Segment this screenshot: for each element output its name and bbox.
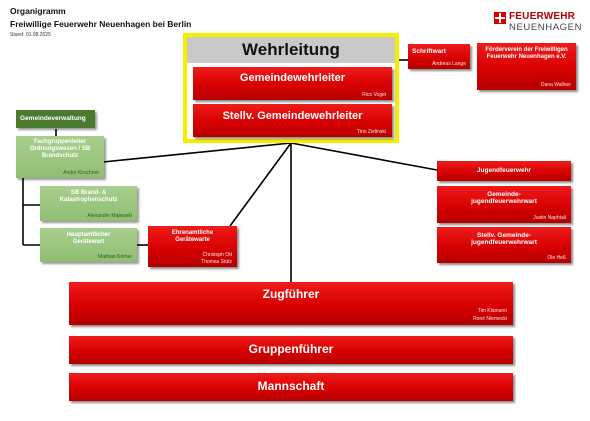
mannschaft-title: Mannschaft <box>257 379 325 393</box>
mannschaft-box: Mannschaft <box>69 373 513 401</box>
zugfuehrer-box: Zugführer Tim Klamann René Niemecki <box>69 282 513 325</box>
sb-brand-katastrophenschutz-name: Alexander Majewski <box>87 212 132 219</box>
hauptamtlicher-geraetewart-name: Mathias Körner <box>98 253 132 260</box>
schriftwart-box: Schriftwart Andreas Lange <box>408 44 470 69</box>
gemeindewehrleiter-box: Gemeindewehrleiter Rico Vogel <box>193 67 392 100</box>
ehrenamtliche-geraetewarte-title: Ehrenamtliche Gerätewarte <box>171 230 214 243</box>
organization-name: Freiwillige Feuerwehr Neuenhagen bei Ber… <box>10 19 192 29</box>
line-hub-fachgruppe <box>102 142 292 163</box>
ehrenamtliche-geraetewarte-name-1: Christoph Ott <box>202 251 232 258</box>
stellv-gemeindewehrleiter-name: Tino Zielinski <box>357 128 386 135</box>
stand-date: Stand: 01.08.2025 <box>10 32 51 38</box>
schriftwart-name: Andreas Lange <box>432 60 466 67</box>
logo-line-1: FEUERWEHR <box>509 11 576 22</box>
stellv-gemeindejugendfeuerwehrwart-title: Stellv. Gemeinde-jugendfeuerwehrwart <box>471 232 537 247</box>
foerderverein-title: Förderverein der Freiwilligen Feuerwehr … <box>485 47 568 60</box>
wehrleitung-title-box: Wehrleitung <box>187 37 395 63</box>
sb-brand-katastrophenschutz-title: SB Brand- & Katastrophenschutz <box>59 190 118 203</box>
hauptamtlicher-geraetewart-title: Hauptamtlicher Gerätewart <box>66 232 111 245</box>
foerderverein-name: Dana Wallner <box>540 81 571 88</box>
gemeindewehrleiter-name: Rico Vogel <box>362 91 386 98</box>
fachgruppenleiter-title: Fachgruppenleiter Ordnungswesen / SB Bra… <box>29 139 91 159</box>
fire-brigade-emblem-icon <box>494 12 506 24</box>
jugendfeuerwehr-box: Jugendfeuerwehr <box>437 161 571 181</box>
ehrenamtliche-geraetewarte-name-2: Thomas Stütz <box>201 258 232 265</box>
sb-brand-katastrophenschutz-box: SB Brand- & Katastrophenschutz Alexander… <box>40 186 137 221</box>
zugfuehrer-name-2: René Niemecki <box>473 315 507 322</box>
gruppenfuehrer-title: Gruppenführer <box>248 342 334 356</box>
fachgruppenleiter-name: Andre Kirschner <box>63 169 99 176</box>
gruppenfuehrer-box: Gruppenführer <box>69 336 513 364</box>
gemeindewehrleiter-title: Gemeindewehrleiter <box>239 72 346 84</box>
gemeindejugendfeuerwehrwart-name: Justin Naphtali <box>533 214 566 221</box>
gemeindeverwaltung-box: Gemeindeverwaltung <box>16 110 95 128</box>
schriftwart-title: Schriftwart <box>412 48 446 55</box>
zugfuehrer-name-1: Tim Klamann <box>477 307 507 314</box>
gemeindeverwaltung-title: Gemeindeverwaltung <box>20 115 86 122</box>
stellv-gemeindejugendfeuerwehrwart-box: Stellv. Gemeinde-jugendfeuerwehrwart Ole… <box>437 227 571 263</box>
feuerwehr-logo: FEUERWEHR NEUENHAGEN <box>494 11 581 33</box>
ehrenamtliche-geraetewarte-box: Ehrenamtliche Gerätewarte Christoph Ott … <box>148 226 237 267</box>
line-hub-ehrenamt <box>229 142 292 227</box>
jugendfeuerwehr-title: Jugendfeuerwehr <box>476 167 532 174</box>
fachgruppenleiter-box: Fachgruppenleiter Ordnungswesen / SB Bra… <box>16 136 104 178</box>
logo-line-2: NEUENHAGEN <box>509 22 583 33</box>
zugfuehrer-title: Zugführer <box>262 287 320 301</box>
line-hub-jugend <box>290 142 438 171</box>
gemeindejugendfeuerwehrwart-box: Gemeinde-jugendfeuerwehrwart Justin Naph… <box>437 186 571 223</box>
stellv-gemeindejugendfeuerwehrwart-name: Ole Heß <box>547 254 566 261</box>
hauptamtlicher-geraetewart-box: Hauptamtlicher Gerätewart Mathias Körner <box>40 228 137 262</box>
wehrleitung-title: Wehrleitung <box>242 40 340 59</box>
stellv-gemeindewehrleiter-title: Stellv. Gemeindewehrleiter <box>222 110 363 122</box>
foerderverein-box: Förderverein der Freiwilligen Feuerwehr … <box>477 43 576 90</box>
gemeindejugendfeuerwehrwart-title: Gemeinde-jugendfeuerwehrwart <box>471 191 537 206</box>
stellv-gemeindewehrleiter-box: Stellv. Gemeindewehrleiter Tino Zielinsk… <box>193 104 392 137</box>
org-chart-heading: Organigramm <box>10 6 66 16</box>
